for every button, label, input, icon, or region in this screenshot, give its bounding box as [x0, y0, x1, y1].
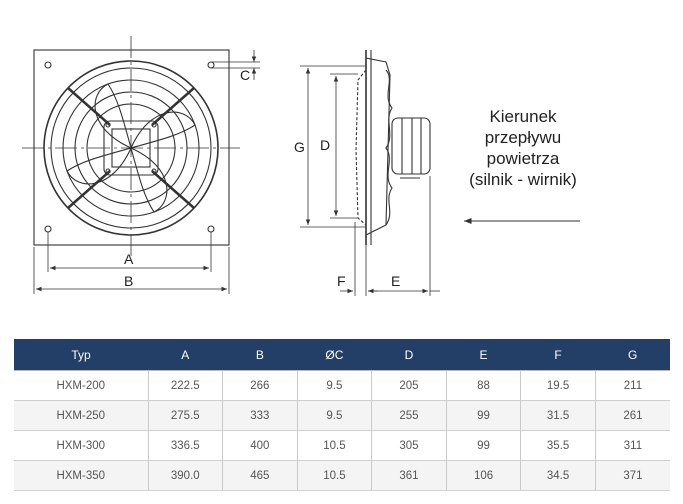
airflow-caption: Kierunek przepływu powietrza (silnik - w…: [448, 106, 598, 190]
cell-f: 19.5: [520, 370, 596, 401]
dim-label-a: A: [124, 251, 134, 267]
mounting-hole-tr: [207, 61, 215, 69]
cell-b: 400: [222, 430, 298, 461]
cell-e: 106: [446, 460, 522, 491]
mounting-hole-br: [207, 225, 215, 233]
header-g: G: [595, 339, 670, 371]
dim-label-b: B: [124, 273, 133, 289]
dim-label-c: C: [240, 67, 250, 83]
cell-c: 9.5: [297, 370, 373, 401]
cell-b: 333: [222, 400, 298, 431]
cell-f: 34.5: [520, 460, 596, 491]
cell-typ: HXM-250: [14, 400, 149, 431]
cell-f: 35.5: [520, 430, 596, 461]
cell-c: 10.5: [297, 430, 373, 461]
mounting-hole-tl: [44, 61, 52, 69]
cell-a: 390.0: [148, 460, 224, 491]
fan-blade: [130, 147, 168, 213]
technical-drawing: A B C G D F E: [22, 36, 580, 296]
cell-b: 465: [222, 460, 298, 491]
guard-strut: [67, 87, 111, 126]
cell-c: 10.5: [297, 460, 373, 491]
header-typ: Typ: [14, 339, 148, 371]
front-view: [22, 36, 260, 294]
caption-line: przepływu: [484, 128, 562, 147]
fan-blade: [94, 83, 132, 149]
header-d: D: [371, 339, 447, 371]
header-a: A: [148, 339, 223, 371]
dimensions-table: Typ A B ØC D E F G HXM-200 222.5 266 9.5…: [14, 339, 670, 491]
header-c: ØC: [297, 339, 372, 371]
cell-a: 222.5: [148, 370, 224, 401]
header-b: B: [222, 339, 298, 371]
cell-b: 266: [222, 370, 298, 401]
cell-typ: HXM-300: [14, 430, 149, 461]
table-row: HXM-250 275.5 333 9.5 255 99 31.5 261: [14, 400, 670, 431]
bolt: [105, 168, 111, 174]
guard-profile: [385, 69, 393, 226]
guard-strut: [151, 170, 195, 209]
cell-g: 211: [595, 370, 670, 401]
cell-g: 311: [595, 430, 670, 461]
cell-typ: HXM-200: [14, 370, 149, 401]
caption-line: (silnik - wirnik): [469, 170, 577, 189]
cell-typ: HXM-350: [14, 460, 149, 491]
guard-strut: [67, 170, 111, 209]
dim-label-d: D: [320, 137, 330, 153]
header-e: E: [446, 339, 521, 371]
caption-line: Kierunek: [489, 107, 557, 126]
cell-f: 31.5: [520, 400, 596, 431]
mounting-plate: [33, 49, 230, 246]
fan-blade: [66, 147, 132, 185]
cell-d: 361: [371, 460, 447, 491]
cell-c: 9.5: [297, 400, 373, 431]
cell-d: 205: [371, 370, 447, 401]
caption-line: powietrza: [486, 149, 560, 168]
table-header-row: Typ A B ØC D E F G: [14, 339, 670, 371]
dim-label-g: G: [294, 139, 305, 155]
side-motor: [391, 117, 431, 175]
side-housing-inner: [355, 69, 367, 226]
bolt: [151, 168, 157, 174]
side-view: [300, 50, 580, 296]
cell-d: 255: [371, 400, 447, 431]
header-f: F: [520, 339, 596, 371]
dim-label-e: E: [391, 273, 400, 289]
cell-a: 275.5: [148, 400, 224, 431]
cell-d: 305: [371, 430, 447, 461]
bolt: [151, 122, 157, 128]
table-row: HXM-300 336.5 400 10.5 305 99 35.5 311: [14, 430, 670, 461]
cell-a: 336.5: [148, 430, 224, 461]
dim-label-f: F: [337, 273, 346, 289]
mounting-hole-bl: [44, 225, 52, 233]
cell-e: 99: [446, 430, 522, 461]
cell-e: 88: [446, 370, 522, 401]
side-housing: [365, 57, 391, 236]
cell-g: 261: [595, 400, 670, 431]
cell-g: 371: [595, 460, 670, 491]
bolt: [105, 122, 111, 128]
table-row: HXM-200 222.5 266 9.5 205 88 19.5 211: [14, 370, 670, 401]
cell-e: 99: [446, 400, 522, 431]
table-row: HXM-350 390.0 465 10.5 361 106 34.5 371: [14, 460, 670, 491]
fan-blade: [130, 111, 196, 149]
guard-strut: [151, 87, 195, 126]
